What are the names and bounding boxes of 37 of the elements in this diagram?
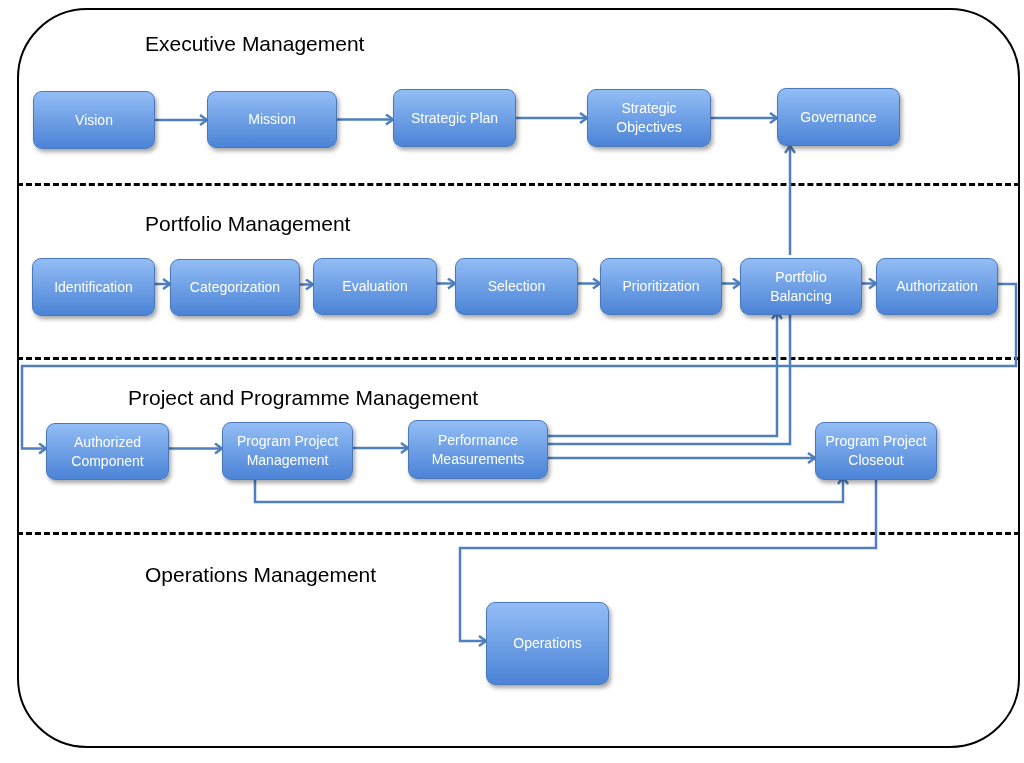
process-box: Governance bbox=[777, 88, 900, 146]
process-box: Prioritization bbox=[600, 258, 722, 315]
connector-arrow bbox=[722, 277, 742, 290]
connector-arrow bbox=[337, 113, 395, 126]
connector-arrow bbox=[437, 277, 457, 290]
connector-arrow bbox=[300, 278, 315, 291]
connector-arrow bbox=[353, 441, 410, 455]
connector-arrow bbox=[548, 451, 817, 465]
connector-arrow bbox=[516, 111, 589, 125]
connector-arrow bbox=[155, 277, 172, 291]
lane-heading: Project and Programme Management bbox=[128, 385, 479, 411]
connector-arrow bbox=[862, 277, 878, 290]
lane-heading: Portfolio Management bbox=[145, 211, 351, 237]
process-box: Vision bbox=[33, 91, 155, 149]
process-box: Categorization bbox=[170, 259, 300, 316]
connector-arrow bbox=[155, 113, 209, 127]
process-box: Mission bbox=[207, 91, 337, 148]
process-box: Identification bbox=[32, 258, 155, 316]
process-box: Selection bbox=[455, 258, 578, 315]
connector-arrow bbox=[20, 282, 1018, 455]
process-box: Strategic Objectives bbox=[587, 89, 711, 147]
process-box: Strategic Plan bbox=[393, 89, 516, 147]
process-box: Authorized Component bbox=[46, 423, 169, 480]
connector-arrow bbox=[169, 442, 224, 455]
process-box: Portfolio Balancing bbox=[740, 258, 862, 315]
connector-arrow bbox=[578, 277, 602, 290]
connector-arrow bbox=[458, 477, 878, 648]
process-box: Evaluation bbox=[313, 258, 437, 315]
lane-heading: Executive Management bbox=[145, 31, 365, 57]
process-box: Authorization bbox=[876, 258, 998, 315]
process-box: Program Project Closeout bbox=[815, 422, 937, 480]
lane-heading: Operations Management bbox=[145, 562, 377, 588]
connector-arrow bbox=[711, 111, 779, 125]
process-box: Operations bbox=[486, 602, 609, 685]
process-box: Performance Measurements bbox=[408, 420, 548, 479]
process-box: Program Project Management bbox=[222, 422, 353, 480]
connector-arrow bbox=[783, 144, 797, 255]
